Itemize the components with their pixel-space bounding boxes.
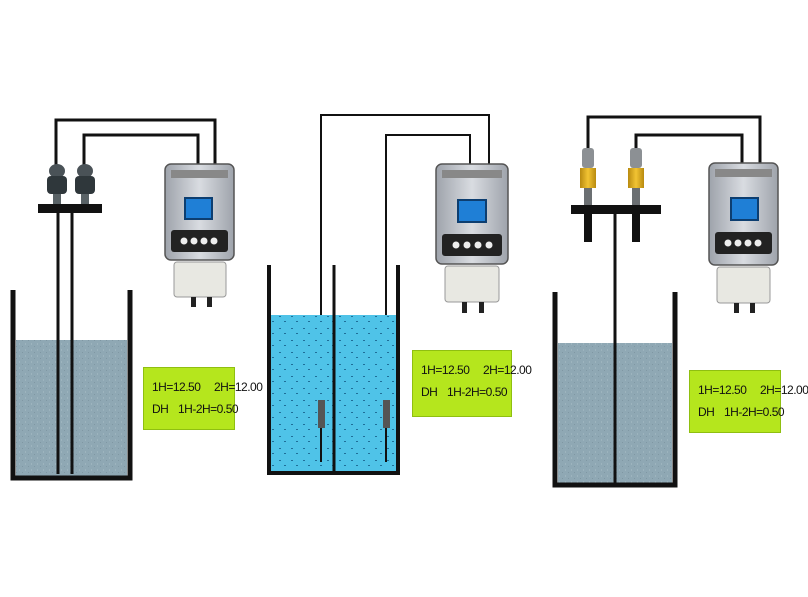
controller-button xyxy=(474,241,482,249)
probe-head xyxy=(75,164,95,204)
controller-screen xyxy=(457,199,487,223)
cable xyxy=(82,133,200,165)
controller-screen xyxy=(730,197,759,221)
readout-2h: 2H=12.00 xyxy=(760,383,808,397)
mounting-bar xyxy=(571,205,661,214)
readout-label-middle: 1H=12.50 2H=12.00 DH 1H-2H=0.50 xyxy=(412,350,532,417)
controller-screen xyxy=(184,197,213,220)
panel-left xyxy=(10,118,235,481)
controller-button xyxy=(452,241,460,249)
controller-button xyxy=(485,241,493,249)
panel-right xyxy=(552,115,779,488)
readout-diff: 1H-2H=0.50 xyxy=(724,405,785,419)
cable xyxy=(54,118,217,165)
readout-2h: 2H=12.00 xyxy=(483,363,532,377)
submersible-sensor xyxy=(383,400,390,462)
controller-button xyxy=(180,237,188,245)
controller xyxy=(435,163,509,313)
readout-dh-label: DH xyxy=(698,405,715,419)
readout-dh-label: DH xyxy=(152,402,169,416)
mounting-bar xyxy=(38,204,102,213)
controller xyxy=(164,163,235,307)
controller-button xyxy=(734,239,742,247)
probe-head xyxy=(47,164,67,204)
readout-1h: 1H=12.50 xyxy=(421,363,470,377)
controller-button xyxy=(200,237,208,245)
controller-button xyxy=(210,237,218,245)
cable xyxy=(586,115,762,165)
controller-button xyxy=(724,239,732,247)
probe-head xyxy=(580,148,596,242)
panel-middle xyxy=(267,114,509,475)
readout-2h: 2H=12.00 xyxy=(214,380,263,394)
probe-head xyxy=(628,148,644,242)
controller-button xyxy=(463,241,471,249)
controller xyxy=(708,162,779,313)
cable xyxy=(634,133,744,165)
tank xyxy=(552,292,678,488)
controller-button xyxy=(744,239,752,247)
readout-label-right: 1H=12.50 2H=12.00 DH 1H-2H=0.50 xyxy=(689,370,808,433)
readout-label-left: 1H=12.50 2H=12.00 DH 1H-2H=0.50 xyxy=(143,367,263,430)
cable xyxy=(320,114,490,462)
controller-button xyxy=(754,239,762,247)
controller-button xyxy=(190,237,198,245)
readout-1h: 1H=12.50 xyxy=(698,383,747,397)
readout-1h: 1H=12.50 xyxy=(152,380,201,394)
cable xyxy=(385,134,471,462)
readout-diff: 1H-2H=0.50 xyxy=(447,385,508,399)
tank xyxy=(10,290,133,481)
readout-dh-label: DH xyxy=(421,385,438,399)
readout-diff: 1H-2H=0.50 xyxy=(178,402,239,416)
submersible-sensor xyxy=(318,400,325,462)
